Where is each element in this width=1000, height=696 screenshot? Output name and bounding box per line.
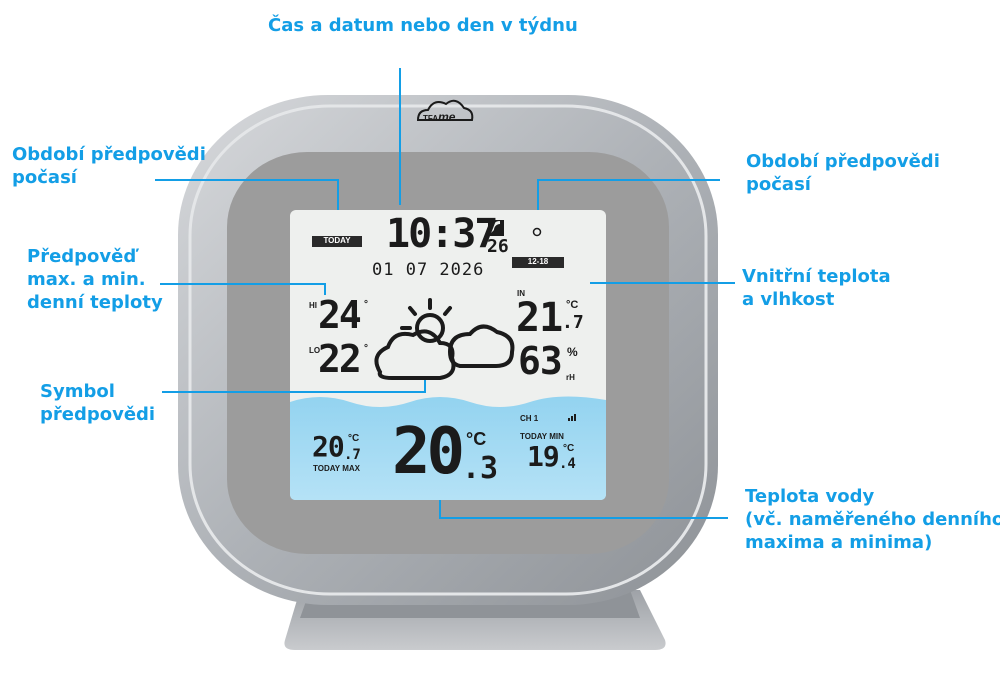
callout-line: Období předpovědi xyxy=(746,151,940,172)
callout-time-date: Čas a datum nebo den v týdnu xyxy=(268,15,578,36)
callout-line: denní teploty xyxy=(27,292,163,313)
callout-indoor: Vnitřní teplota a vlhkost xyxy=(742,265,891,311)
callout-line: maxima a minima) xyxy=(745,532,933,553)
indoor-temp-unit: °C xyxy=(566,299,579,311)
callout-forecast-temp: Předpověď max. a min. denní teploty xyxy=(27,245,163,314)
callout-symbol: Symbol předpovědi xyxy=(40,380,155,426)
brand-logo: TFAme xyxy=(423,111,455,123)
channel-label: CH 1 xyxy=(520,414,539,423)
callout-line: Symbol xyxy=(40,381,115,402)
indoor-temp-int: 21 xyxy=(516,295,563,341)
callout-line: Vnitřní teplota xyxy=(742,266,891,287)
max-temp-dec: .7 xyxy=(344,447,361,463)
callout-line: Teplota vody xyxy=(745,486,875,507)
today-badge: TODAY xyxy=(312,236,362,247)
in-label: IN xyxy=(517,289,525,298)
water-temp-dec: .3 xyxy=(462,451,499,486)
callout-line: Období předpovědi xyxy=(12,144,206,165)
humidity-value: 63 xyxy=(518,339,563,383)
brand-script: me xyxy=(438,110,456,124)
today-max-label: TODAY MAX xyxy=(313,464,360,473)
callout-line: a vlhkost xyxy=(742,289,835,310)
today-min-label: TODAY MIN xyxy=(520,432,564,441)
date-display: 01 07 2026 xyxy=(372,260,485,280)
callout-lines xyxy=(155,68,735,519)
hi-value: 24 xyxy=(318,293,362,337)
humidity-percent: % xyxy=(567,345,578,359)
min-temp-int: 19 xyxy=(527,440,560,473)
water-area xyxy=(290,396,606,500)
channel-signal-icon xyxy=(568,414,576,421)
humidity-rh: rH xyxy=(566,373,575,382)
lo-degree: ° xyxy=(364,343,368,354)
callout-line: počasí xyxy=(12,167,77,188)
callout-line: max. a min. xyxy=(27,269,146,290)
callout-line: (vč. naměřeného denního xyxy=(745,509,1000,530)
partly-cloudy-icon xyxy=(374,298,515,380)
min-temp-dec: .4 xyxy=(559,456,576,472)
seconds-display: 26 xyxy=(487,236,509,257)
hi-degree: ° xyxy=(364,299,368,310)
lo-value: 22 xyxy=(318,337,362,381)
signal-bars-icon xyxy=(488,220,504,236)
water-temp-unit: °C xyxy=(466,429,487,449)
min-temp-unit: °C xyxy=(563,443,575,454)
time-display: 10:37 xyxy=(386,211,498,257)
callout-line: předpovědi xyxy=(40,404,156,425)
callout-forecast-period-left: Období předpovědi počasí xyxy=(12,143,206,189)
callout-line: počasí xyxy=(746,174,811,195)
hi-label: HI xyxy=(309,301,317,310)
max-temp-unit: °C xyxy=(348,433,360,444)
brand-text: TFA xyxy=(423,114,439,123)
water-temp-int: 20 xyxy=(392,415,465,489)
callout-forecast-period-right: Období předpovědi počasí xyxy=(746,150,940,196)
brand-cloud-icon xyxy=(416,99,474,121)
indoor-temp-dec: .7 xyxy=(562,312,584,333)
callout-water: Teplota vody (vč. naměřeného denního max… xyxy=(745,485,1000,554)
period-marker-icon xyxy=(532,227,542,237)
period-badge: 12-18 xyxy=(512,257,564,268)
max-temp-int: 20 xyxy=(312,430,345,463)
callout-line: Předpověď xyxy=(27,246,137,267)
lo-label: LO xyxy=(309,346,321,355)
